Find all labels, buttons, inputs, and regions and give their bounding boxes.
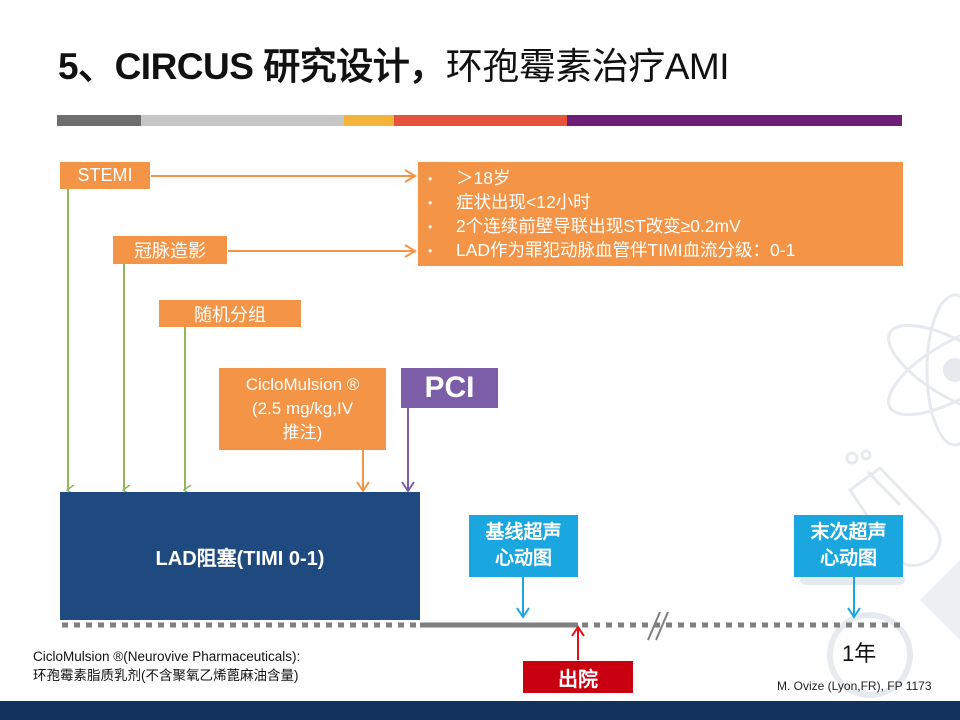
- title-light: 环孢霉素治疗AMI: [445, 46, 730, 87]
- baseline-echo-box: 基线超声 心动图: [469, 515, 578, 577]
- baseline-echo-line1: 基线超声: [485, 522, 562, 543]
- citation: M. Ovize (Lyon,FR), FP 1173: [777, 679, 932, 693]
- lad-occlusion-box: LAD阻塞(TIMI 0-1): [60, 492, 420, 620]
- randomization-box: 随机分组: [159, 300, 301, 327]
- green-arrows: [68, 189, 185, 490]
- angiography-label: 冠脉造影: [134, 241, 206, 261]
- slide-title: 5、CIRCUS 研究设计，环孢霉素治疗AMI: [58, 36, 729, 90]
- ciclo-line2: (2.5 mg/kg,IV: [251, 399, 354, 418]
- pci-arrow: [401, 408, 415, 493]
- inclusion-criteria-box: •＞18岁 •症状出现<12小时 •2个连续前壁导联出现ST改变≥0.2mV •…: [418, 162, 903, 266]
- discharge-arrow: [571, 625, 585, 660]
- colorbar-segment-purple: [567, 115, 902, 126]
- criteria-item: •＞18岁: [428, 168, 511, 188]
- orange-arrows: [151, 169, 417, 493]
- colorbar-segment-yellow: [344, 115, 394, 126]
- randomization-label: 随机分组: [194, 304, 266, 325]
- colorbar-segment-red: [394, 115, 567, 126]
- timeline: [62, 611, 904, 641]
- stemi-label: STEMI: [77, 165, 133, 185]
- final-echo-line2: 心动图: [819, 548, 877, 569]
- ciclo-line3: 推注): [282, 423, 323, 442]
- atom-watermark-icon: [887, 293, 960, 447]
- angiography-box: 冠脉造影: [113, 236, 227, 264]
- colorbar-segment-lightgray: [141, 115, 344, 126]
- discharge-box: 出院: [523, 661, 633, 693]
- criteria-item: •2个连续前壁导联出现ST改变≥0.2mV: [428, 216, 741, 236]
- baseline-echo-line2: 心动图: [494, 548, 552, 569]
- title-bold: 5、CIRCUS 研究设计，: [58, 46, 446, 87]
- ciclo-line1: CicloMulsion ®: [245, 375, 360, 394]
- discharge-label: 出院: [558, 668, 598, 691]
- final-echo-line1: 末次超声: [810, 522, 887, 543]
- footnote-line1: CicloMulsion ®(Neurovive Pharmaceuticals…: [33, 649, 301, 664]
- pci-label: PCI: [424, 371, 475, 404]
- criteria-item: •症状出现<12小时: [428, 192, 591, 212]
- echo-arrows: [516, 577, 861, 619]
- timeline-break-icon: [647, 611, 669, 641]
- criteria-item: •LAD作为罪犯动脉血管伴TIMI血流分级：0-1: [428, 240, 796, 260]
- colorbar-segment-gray: [57, 115, 141, 126]
- one-year-label: 1年: [842, 641, 877, 666]
- ciclomulsion-box: CicloMulsion ® (2.5 mg/kg,IV 推注): [219, 368, 386, 450]
- footnote: CicloMulsion ®(Neurovive Pharmaceuticals…: [33, 647, 300, 685]
- pci-box: PCI: [401, 368, 498, 408]
- footnote-line2: 环孢霉素脂质乳剂(不含聚氧乙烯蓖麻油含量): [33, 668, 299, 683]
- lad-label: LAD阻塞(TIMI 0-1): [155, 547, 325, 570]
- criteria-list: •＞18岁 •症状出现<12小时 •2个连续前壁导联出现ST改变≥0.2mV •…: [418, 162, 903, 262]
- stemi-box: STEMI: [60, 162, 150, 189]
- footer-bar: [0, 701, 960, 720]
- final-echo-box: 末次超声 心动图: [794, 515, 903, 577]
